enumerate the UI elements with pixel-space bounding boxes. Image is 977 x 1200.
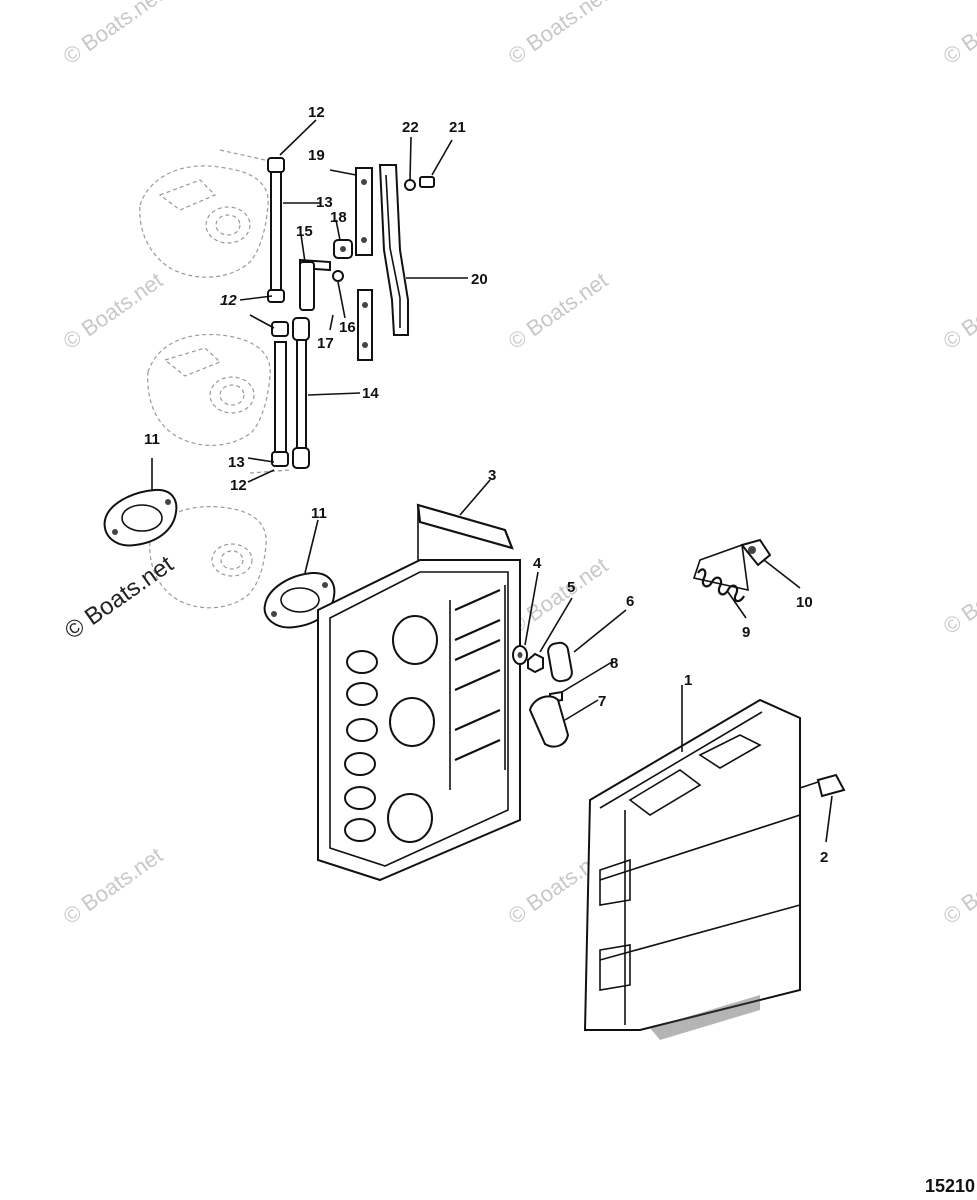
callout-16: 16	[339, 319, 356, 336]
callout-21: 21	[449, 119, 466, 136]
watermark: © Boats.net	[939, 0, 977, 69]
carburetor-ghost-bottom	[149, 506, 267, 609]
callout-6: 6	[626, 593, 634, 610]
throttle-arm-15	[299, 258, 331, 311]
valve-10	[740, 538, 772, 567]
callout-15: 15	[296, 223, 313, 240]
watermark: © Boats.net	[504, 267, 613, 354]
cam-plate-19	[355, 167, 373, 256]
callout-2: 2	[820, 849, 828, 866]
callout-14: 14	[362, 385, 379, 402]
callout-12: 12	[220, 292, 237, 309]
screw-21	[419, 176, 435, 188]
callout-13: 13	[316, 194, 333, 211]
adapter-plate-3	[317, 503, 521, 882]
spring-9	[692, 543, 749, 603]
cover-1	[583, 698, 801, 1040]
callout-11: 11	[144, 431, 160, 448]
callout-12: 12	[308, 104, 325, 121]
link-rod-14	[249, 317, 310, 474]
callout-20: 20	[471, 271, 488, 288]
watermark: © Boats.net	[939, 267, 977, 354]
callout-18: 18	[330, 209, 347, 226]
callout-11: 11	[311, 505, 327, 522]
cam-plate-16	[357, 289, 373, 361]
nut-5	[527, 652, 544, 674]
callout-7: 7	[598, 693, 606, 710]
linkage-rod-upper	[267, 157, 285, 303]
callout-12: 12	[230, 477, 247, 494]
throttle-lever-20	[378, 164, 409, 336]
callout-22: 22	[402, 119, 419, 136]
watermark: © Boats.net	[59, 0, 168, 69]
callout-9: 9	[742, 624, 750, 641]
ball-17	[332, 270, 344, 282]
callout-3: 3	[488, 467, 496, 484]
callout-13: 13	[228, 454, 245, 471]
callout-17: 17	[317, 335, 334, 352]
callout-5: 5	[567, 579, 575, 596]
carburetor-ghost-middle	[147, 333, 271, 446]
fitting-18	[333, 239, 353, 259]
gasket-11-right	[263, 571, 336, 629]
watermark: © Boats.net	[59, 842, 168, 929]
gasket-11-left	[103, 488, 178, 547]
washer-22	[404, 179, 416, 191]
watermark: © Boats.net	[504, 0, 613, 69]
watermark: © Boats.net	[59, 267, 168, 354]
washer-4	[512, 645, 528, 665]
screw-2	[799, 773, 846, 798]
callout-labels: 1 2 3 4 5 6 7 8 9 10 11 11 12 12 12 13 1…	[144, 104, 828, 866]
callout-1: 1	[684, 672, 692, 689]
callout-10: 10	[796, 594, 813, 611]
leader-lines	[151, 119, 833, 843]
carburetor-ghost-top	[139, 149, 269, 278]
watermark-primary: © Boats.net	[60, 550, 179, 644]
linkage-rod-lower	[271, 321, 289, 467]
callout-19: 19	[308, 147, 325, 164]
plug-6	[547, 641, 573, 683]
callout-8: 8	[610, 655, 618, 672]
cover-7	[528, 695, 570, 748]
watermark: © Boats.net	[939, 552, 977, 639]
callout-4: 4	[533, 555, 542, 572]
watermark: © Boats.net	[939, 842, 977, 929]
figure-number: 15210	[925, 1176, 975, 1196]
